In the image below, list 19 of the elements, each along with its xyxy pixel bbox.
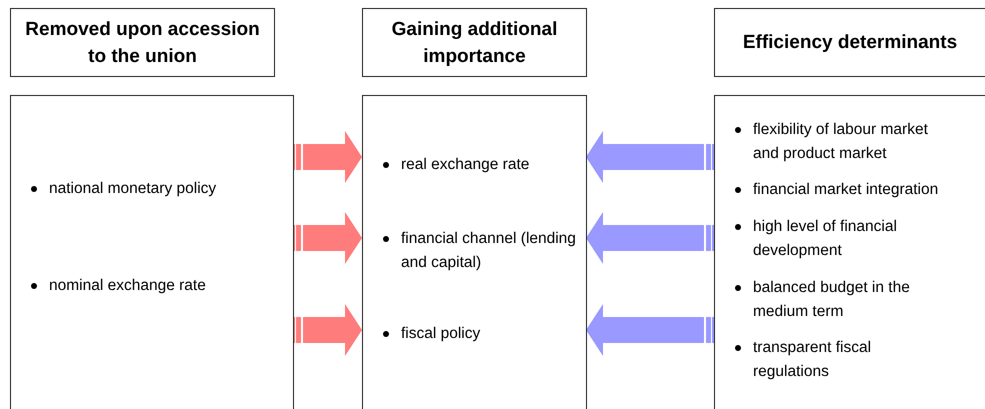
- header-box: [10, 8, 275, 77]
- bullet-item: financial channel (lending and capital): [381, 227, 578, 275]
- list-panel: [714, 95, 985, 409]
- bullet-item: balanced budget in the medium term: [733, 276, 941, 324]
- header-text: Efficiency determinants: [742, 31, 958, 55]
- bullet-item: nominal exchange rate: [29, 274, 285, 298]
- list-panel: [10, 95, 294, 409]
- bullet-item: transparent fiscal regulations: [733, 336, 941, 384]
- bullet-item: fiscal policy: [381, 322, 578, 346]
- bullet-item: high level of financial development: [733, 215, 941, 263]
- bullet-item: flexibility of labour market and product market: [733, 118, 941, 166]
- header-box: [362, 8, 587, 77]
- header-text: Gaining additional importance: [390, 18, 558, 68]
- bullet-item: real exchange rate: [381, 153, 578, 177]
- bullet-item: financial market integration: [733, 178, 941, 202]
- header-box: [714, 8, 985, 77]
- bullet-item: national monetary policy: [29, 177, 285, 201]
- list-panel: [362, 95, 587, 409]
- header-text: Removed upon accession to the union: [24, 18, 261, 68]
